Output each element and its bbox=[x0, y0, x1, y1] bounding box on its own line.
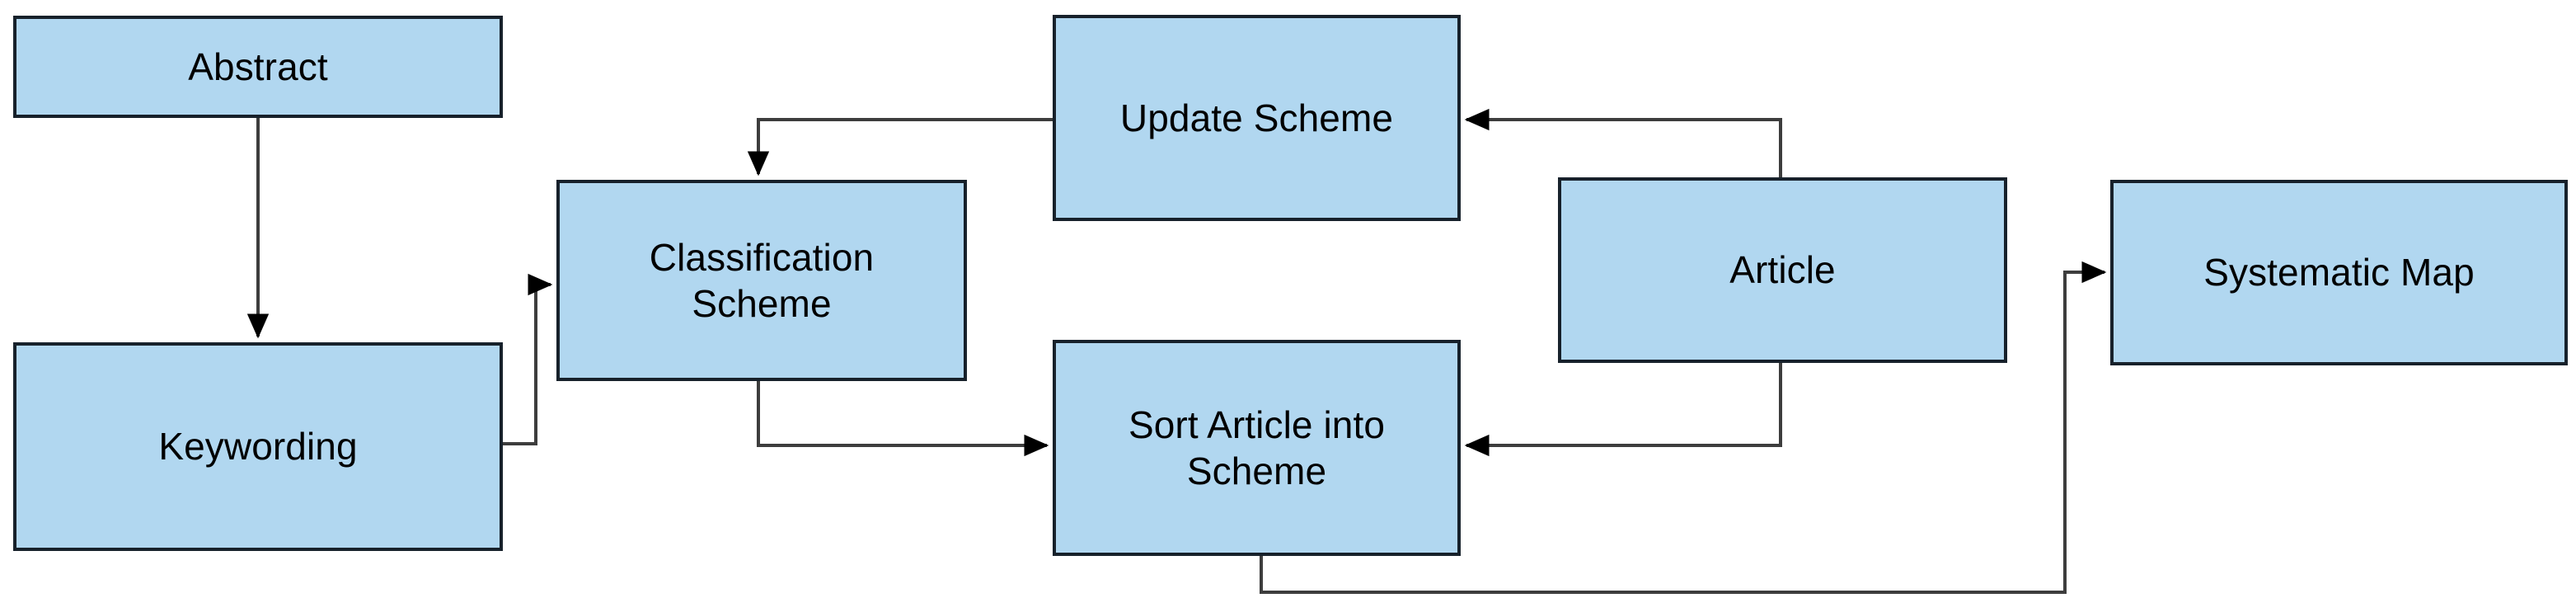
node-keywording-label: Keywording bbox=[158, 425, 358, 469]
node-classification-scheme[interactable]: Classification Scheme bbox=[556, 180, 967, 381]
node-systematic-map[interactable]: Systematic Map bbox=[2110, 180, 2568, 365]
node-update-scheme[interactable]: Update Scheme bbox=[1053, 15, 1461, 221]
node-classification-scheme-label: Classification Scheme bbox=[649, 235, 875, 325]
edge-article-to-update-scheme bbox=[1464, 108, 1782, 177]
node-systematic-map-label: Systematic Map bbox=[2203, 251, 2475, 294]
node-article-label: Article bbox=[1729, 248, 1836, 292]
edge-classification-to-sort-article bbox=[757, 381, 1049, 457]
edge-keywording-to-classification bbox=[503, 273, 553, 445]
node-update-scheme-label: Update Scheme bbox=[1119, 96, 1394, 139]
node-sort-article-into-scheme[interactable]: Sort Article into Scheme bbox=[1053, 340, 1461, 556]
node-article[interactable]: Article bbox=[1558, 177, 2007, 363]
node-keywording[interactable]: Keywording bbox=[13, 342, 503, 551]
node-sort-article-into-scheme-label: Sort Article into Scheme bbox=[1128, 403, 1386, 492]
edge-update-scheme-to-classification bbox=[747, 118, 1053, 177]
edge-article-to-sort-article bbox=[1464, 363, 1782, 457]
node-abstract[interactable]: Abstract bbox=[13, 16, 503, 118]
node-abstract-label: Abstract bbox=[188, 45, 328, 88]
